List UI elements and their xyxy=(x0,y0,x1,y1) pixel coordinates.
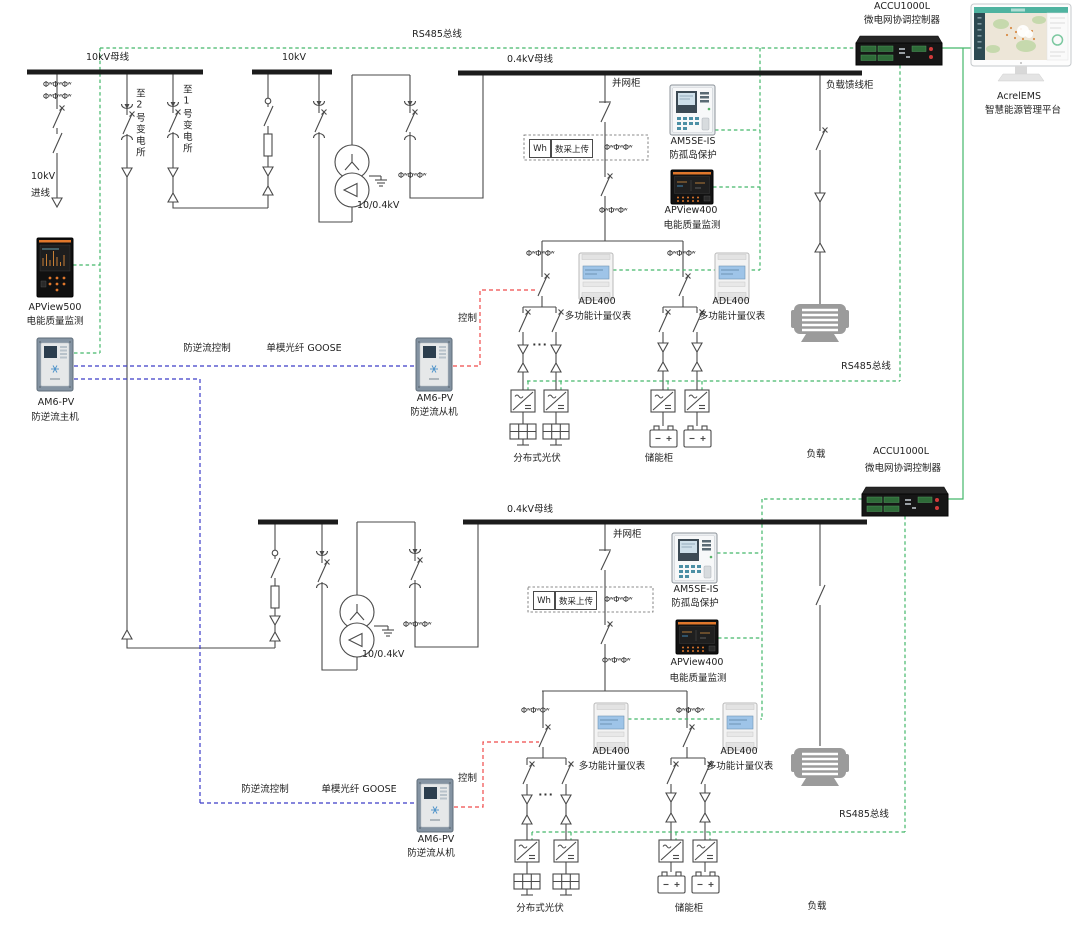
goose-label2: 单模光纤 GOOSE xyxy=(321,784,397,795)
adl400-meter-icons xyxy=(578,252,758,751)
adl400-2a-desc: 多功能计量仪表 xyxy=(578,761,646,772)
bus-10kv-main-label: 10kV母线 xyxy=(86,52,130,63)
rs485-bus-label-mid: RS485总线 xyxy=(841,361,891,372)
storage2-label: 储能柜 xyxy=(674,903,704,914)
adl400-2a-name: ADL400 xyxy=(592,746,630,757)
bus-04kv-lower-label: 0.4kV母线 xyxy=(506,504,554,515)
bus-bars xyxy=(27,69,867,525)
anti-backflow-label1: 防逆流控制 xyxy=(183,343,231,354)
ellipsis-symbol: ··· xyxy=(532,338,548,351)
am6pv-slave1-name: AM6-PV xyxy=(416,393,454,404)
grid-tie-cabinet2-label: 并网柜 xyxy=(613,529,642,540)
control-label1: 控制 xyxy=(458,313,478,324)
adl400-1a-name: ADL400 xyxy=(578,296,616,307)
ct-symbol-row: ΦʷΦʷΦʷ xyxy=(603,143,633,152)
apview400-1-desc: 电能质量监测 xyxy=(663,220,721,231)
pv1-label: 分布式光伏 xyxy=(513,453,561,464)
apview400-1-name: APView400 xyxy=(664,205,718,216)
am6pv-master-name: AM6-PV xyxy=(37,397,75,408)
load1-label: 负载 xyxy=(806,449,826,460)
incoming-line-label-1: 10kV xyxy=(31,171,56,182)
ct-symbol-row: ΦʷΦʷΦʷ xyxy=(666,249,696,258)
adl400-1a-desc: 多功能计量仪表 xyxy=(564,311,632,322)
accu1-name: ACCU1000L xyxy=(873,1,931,12)
ems-desc: 智慧能源管理平台 xyxy=(984,105,1062,116)
am6pv-master-desc: 防逆流主机 xyxy=(31,412,79,423)
ct-symbol-row: ΦʷΦʷΦʷ xyxy=(42,80,72,89)
bus-10kv-sub-label: 10kV xyxy=(281,52,307,63)
data-upload-box1: 数采上传 xyxy=(551,139,593,158)
apview500-icon xyxy=(36,237,74,298)
apview400-2-desc: 电能质量监测 xyxy=(669,673,727,684)
adl400-1b-name: ADL400 xyxy=(712,296,750,307)
control-label2: 控制 xyxy=(458,773,478,784)
apview500-name: APView500 xyxy=(28,302,82,313)
switch-symbols xyxy=(51,97,829,825)
transformer2-ratio: 10/0.4kV xyxy=(362,649,405,660)
ct-symbol-row: ΦʷΦʷΦʷ xyxy=(42,92,72,101)
am5se1-name: AM5SE-IS xyxy=(670,136,716,147)
feeder-substation1-label: 至1号变电所 xyxy=(180,84,192,155)
goose-label1: 单模光纤 GOOSE xyxy=(266,343,342,354)
ct-symbol-row: ΦʷΦʷΦʷ xyxy=(598,206,628,215)
am5se2-desc: 防孤岛保护 xyxy=(671,598,719,609)
ct-symbol-row: ΦʷΦʷΦʷ xyxy=(601,656,631,665)
goose-blue-lines xyxy=(74,365,416,804)
adl400-1b-desc: 多功能计量仪表 xyxy=(698,311,766,322)
load-feeder-cabinet-label: 负载馈线柜 xyxy=(826,80,874,91)
transformer1-ratio: 10/0.4kV xyxy=(357,200,400,211)
ellipsis-symbol: ··· xyxy=(538,788,554,801)
accu1000l-controller-icons xyxy=(855,35,949,517)
am6pv-slave2-name: AM6-PV xyxy=(417,834,455,845)
am6pv-slave1-desc: 防逆流从机 xyxy=(410,407,458,418)
accu1-desc: 微电网协调控制器 xyxy=(863,15,941,26)
ct-symbol-row: ΦʷΦʷΦʷ xyxy=(675,706,705,715)
ems-name: AcrelEMS xyxy=(997,91,1041,102)
accu2-name: ACCU1000L xyxy=(872,446,930,457)
am5se1-desc: 防孤岛保护 xyxy=(669,150,717,161)
control-red-lines xyxy=(453,289,543,808)
apview400-2-name: APView400 xyxy=(670,657,724,668)
load2-label: 负载 xyxy=(807,901,827,912)
pv2-label: 分布式光伏 xyxy=(516,903,564,914)
storage1-label: 储能柜 xyxy=(644,453,674,464)
ct-symbol-row: ΦʷΦʷΦʷ xyxy=(402,620,432,629)
accu2-desc: 微电网协调控制器 xyxy=(864,463,942,474)
adl400-2b-name: ADL400 xyxy=(720,746,758,757)
adl400-2b-desc: 多功能计量仪表 xyxy=(706,761,774,772)
feeder-substation2-label: 至2号变电所 xyxy=(133,88,145,159)
rs485-bus-label-low: RS485总线 xyxy=(839,809,889,820)
am6pv-icons xyxy=(36,337,454,833)
ct-symbol-row: ΦʷΦʷΦʷ xyxy=(520,706,550,715)
wh-meter-box2: Wh xyxy=(533,591,555,610)
rs485-bus-label-top: RS485总线 xyxy=(412,29,462,40)
ct-symbol-row: ΦʷΦʷΦʷ xyxy=(603,595,633,604)
wh-meter-box1: Wh xyxy=(529,139,551,158)
grid-tie-cabinet1-label: 并网柜 xyxy=(612,78,641,89)
am5se2-name: AM5SE-IS xyxy=(673,584,719,595)
apview500-desc: 电能质量监测 xyxy=(26,316,84,327)
am6pv-slave2-desc: 防逆流从机 xyxy=(407,848,455,859)
rs485-green-lines xyxy=(73,47,971,840)
power-wires xyxy=(56,74,821,874)
incoming-line-label-2: 进线 xyxy=(31,188,51,199)
anti-backflow-label2: 防逆流控制 xyxy=(241,784,289,795)
data-upload-box2: 数采上传 xyxy=(555,591,597,610)
bus-04kv-upper-label: 0.4kV母线 xyxy=(506,54,554,65)
ems-monitor-icon xyxy=(970,3,1072,82)
ct-symbol-row: ΦʷΦʷΦʷ xyxy=(525,249,555,258)
ct-symbol-row: ΦʷΦʷΦʷ xyxy=(397,171,427,180)
